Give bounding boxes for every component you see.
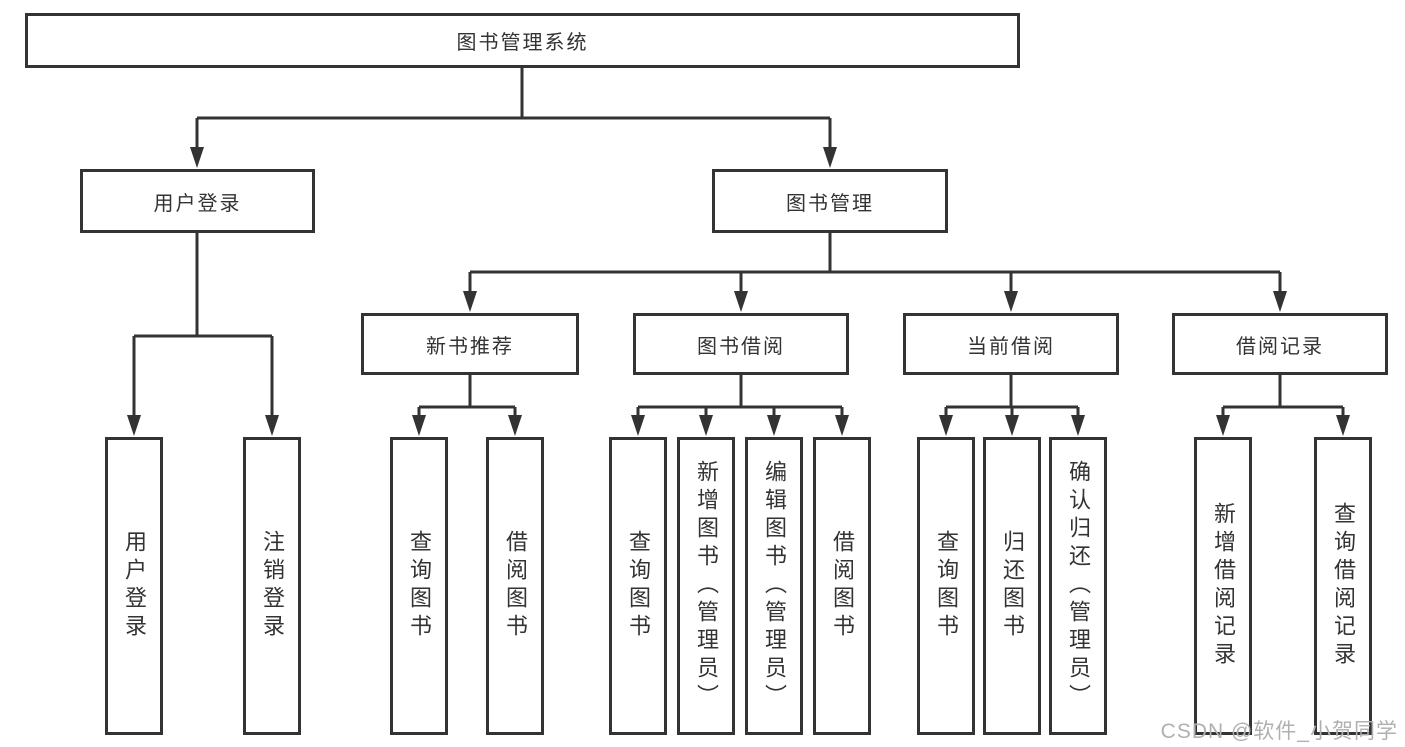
leaf-records-query-record: 查询借阅记录 <box>1314 437 1372 735</box>
leaf-label: 确认归还（管理员） <box>1066 460 1091 712</box>
node-borrow-records: 借阅记录 <box>1172 313 1388 375</box>
leaf-label: 编辑图书（管理员） <box>762 460 787 712</box>
leaf-recommend-query-books: 查询图书 <box>390 437 448 735</box>
leaf-label: 新增借阅记录 <box>1211 502 1236 670</box>
leaf-label: 归还图书 <box>1000 530 1025 642</box>
leaf-current-confirm-return-admin: 确认归还（管理员） <box>1049 437 1107 735</box>
arrowheads <box>127 147 1350 436</box>
leaf-borrow-query-books: 查询图书 <box>609 437 667 735</box>
leaf-borrow-add-books-admin: 新增图书（管理员） <box>677 437 735 735</box>
node-current-borrow: 当前借阅 <box>903 313 1119 375</box>
leaf-label: 查询图书 <box>407 530 432 642</box>
node-user-login: 用户登录 <box>80 169 315 233</box>
leaf-current-return-books: 归还图书 <box>983 437 1041 735</box>
leaf-current-query-books: 查询图书 <box>917 437 975 735</box>
leaf-user-login: 用户登录 <box>105 437 163 735</box>
node-book-management: 图书管理 <box>712 169 948 233</box>
node-new-book-recommend: 新书推荐 <box>361 313 579 375</box>
leaf-label: 用户登录 <box>122 530 147 642</box>
leaf-label: 查询图书 <box>626 530 651 642</box>
leaf-borrow-borrow-books: 借阅图书 <box>813 437 871 735</box>
leaf-label: 借阅图书 <box>503 530 528 642</box>
node-book-borrow: 图书借阅 <box>633 313 849 375</box>
leaf-logout: 注销登录 <box>243 437 301 735</box>
leaf-label: 查询图书 <box>934 530 959 642</box>
leaf-recommend-borrow-books: 借阅图书 <box>486 437 544 735</box>
leaf-records-add-record: 新增借阅记录 <box>1194 437 1252 735</box>
leaf-label: 借阅图书 <box>830 530 855 642</box>
leaf-label: 新增图书（管理员） <box>694 460 719 712</box>
leaf-label: 注销登录 <box>260 530 285 642</box>
leaf-borrow-edit-books-admin: 编辑图书（管理员） <box>745 437 803 735</box>
csdn-watermark: CSDN @软件_小贺同学 <box>1160 720 1398 743</box>
node-root-system: 图书管理系统 <box>25 13 1020 68</box>
leaf-label: 查询借阅记录 <box>1331 502 1356 670</box>
